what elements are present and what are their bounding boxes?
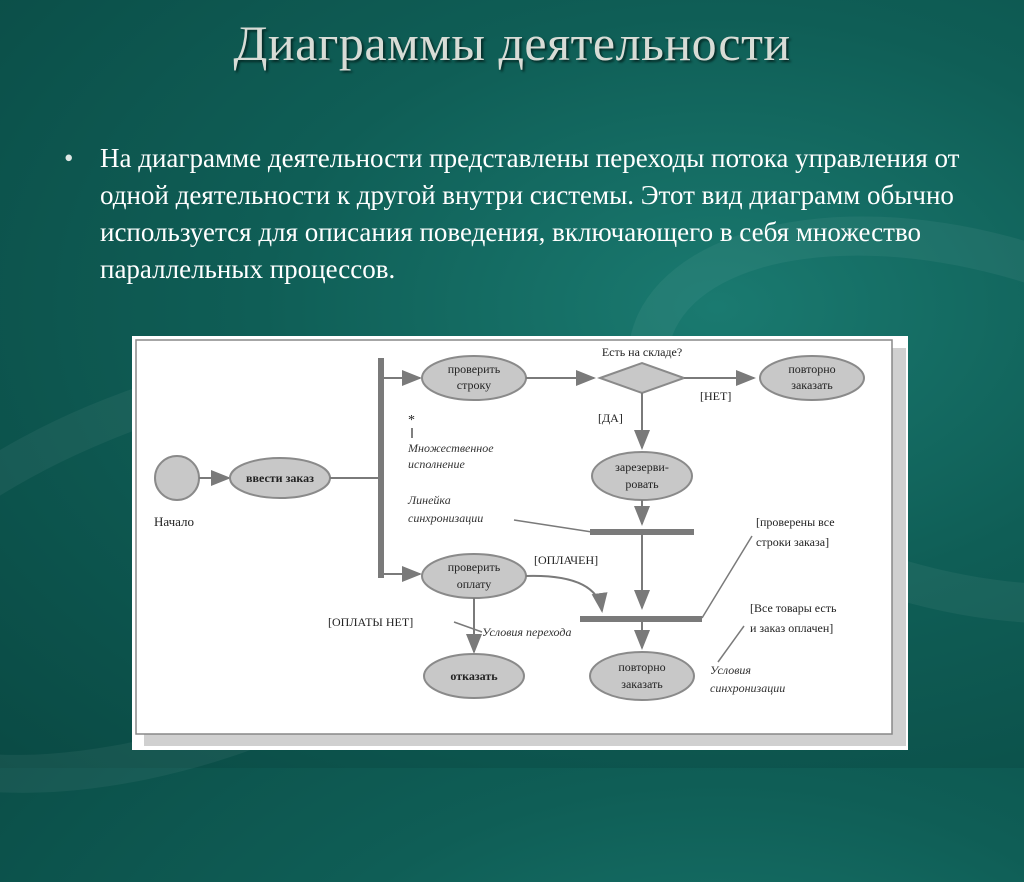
transition-cond-label: Условия перехода xyxy=(482,625,571,639)
reorder-top-label-2: заказать xyxy=(791,378,833,392)
reorder-top-node xyxy=(759,355,865,401)
in-stock-label: Есть на складе? xyxy=(602,345,682,359)
activity-diagram: Начало ввести заказ проверить строку Ест… xyxy=(132,336,908,750)
sync-bar-2 xyxy=(580,616,702,622)
sync-bar-1 xyxy=(590,529,694,535)
bullet-dot: • xyxy=(64,143,74,173)
reserve-label-1: зарезерви- xyxy=(615,460,669,474)
reject-node xyxy=(423,653,525,699)
no-label: [НЕТ] xyxy=(700,389,731,403)
sync-cond-1: Условия xyxy=(710,663,751,677)
paid-label: [ОПЛАЧЕН] xyxy=(534,553,598,567)
note-leader xyxy=(453,621,483,633)
check-line-label-2: строку xyxy=(457,378,491,392)
reorder-bottom-label-2: заказать xyxy=(621,677,663,691)
note-leader xyxy=(513,519,593,533)
slide-title: Диаграммы деятельности xyxy=(233,15,791,71)
arrow xyxy=(525,574,608,613)
multiplicity-star: * xyxy=(408,413,415,428)
start-label: Начало xyxy=(154,514,194,529)
sync-cond-2: синхронизации xyxy=(710,681,785,695)
reject-label: отказать xyxy=(450,669,498,683)
all-lines-checked-1: [проверены все xyxy=(756,515,835,529)
multiplicity-label-2: исполнение xyxy=(408,457,465,471)
fork-bar xyxy=(378,358,384,578)
all-lines-checked-2: строки заказа] xyxy=(756,535,829,549)
all-in-stock-2: и заказ оплачен] xyxy=(750,621,833,635)
reserve-label-2: ровать xyxy=(625,477,659,491)
check-line-label-1: проверить xyxy=(448,362,501,376)
reorder-bottom-label-1: повторно xyxy=(618,660,665,674)
diagram-svg: Начало ввести заказ проверить строку Ест… xyxy=(135,339,906,746)
note-leader xyxy=(701,535,753,619)
all-in-stock-1: [Все товары есть xyxy=(750,601,837,615)
check-payment-label-1: проверить xyxy=(448,560,501,574)
multiplicity-label-1: Множественное xyxy=(407,441,494,455)
reorder-bottom-node xyxy=(589,651,695,701)
bullet-text: На диаграмме деятельности представлены п… xyxy=(100,143,960,284)
check-payment-label-2: оплату xyxy=(457,577,492,591)
not-paid-label: [ОПЛАТЫ НЕТ] xyxy=(328,615,413,629)
reorder-top-label-1: повторно xyxy=(788,362,835,376)
sync-bar-note-2: синхронизации xyxy=(408,511,483,525)
enter-order-label: ввести заказ xyxy=(246,471,314,485)
bullet-item: • На диаграмме деятельности представлены… xyxy=(64,140,964,288)
note-leader xyxy=(717,625,745,663)
sync-bar-note-1: Линейка xyxy=(407,493,451,507)
start-node xyxy=(154,455,200,501)
yes-label: [ДА] xyxy=(598,411,623,425)
